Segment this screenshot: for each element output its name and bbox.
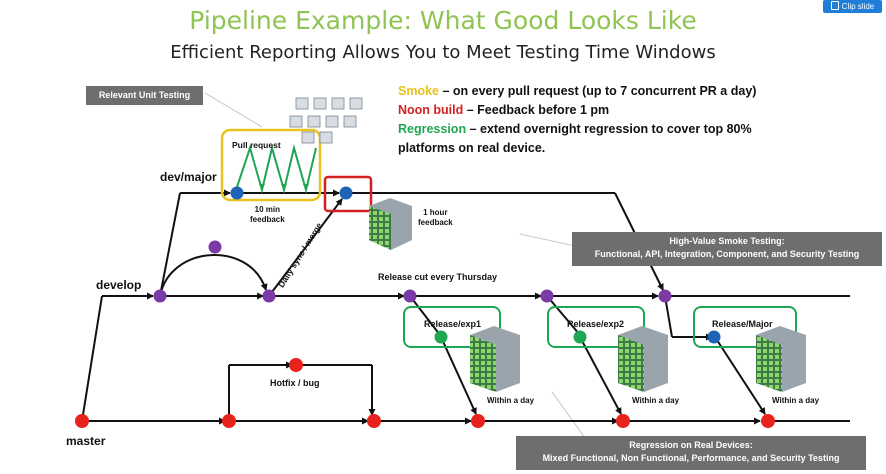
- unit-testing-callout: Relevant Unit Testing: [86, 86, 203, 105]
- device-cluster-icon: [470, 326, 520, 392]
- release-branch-lines: [409, 295, 766, 415]
- one-hour-line1: 1 hour: [423, 208, 448, 217]
- within-a-day-label: Within a day: [632, 396, 680, 405]
- release-exp1-label: Release/exp1: [424, 319, 482, 329]
- legend-regression-cont: platforms on real device.: [398, 141, 546, 155]
- regression-callout-detail: Mixed Functional, Non Functional, Perfor…: [542, 453, 840, 463]
- dev-major-node: [230, 186, 244, 200]
- noon-build-box: [323, 175, 373, 213]
- hotfix-branch-line: [228, 361, 376, 421]
- legend-noon: Noon build – Feedback before 1 pm: [398, 101, 756, 120]
- smoke-testing-callout: High-Value Smoke Testing: Functional, AP…: [572, 232, 882, 266]
- master-node: [471, 414, 485, 428]
- hotfix-node: [289, 358, 303, 372]
- legend-regression: Regression – extend overnight regression…: [398, 120, 756, 139]
- pull-request-box: [220, 128, 322, 202]
- develop-node: [153, 289, 167, 303]
- legend-noon-desc: – Feedback before 1 pm: [463, 103, 610, 117]
- regression-callout-pointer: [551, 391, 586, 439]
- hotfix-label: Hotfix / bug: [270, 378, 320, 388]
- master-node: [222, 414, 236, 428]
- legend-smoke-desc: – on every pull request (up to 7 concurr…: [439, 84, 757, 98]
- release-major-box: [693, 306, 797, 348]
- release-cut-label: Release cut every Thursday: [378, 272, 498, 282]
- regression-callout: Regression on Real Devices: Mixed Functi…: [516, 436, 866, 470]
- clip-slide-label: Clip slide: [841, 2, 875, 11]
- develop-nodes: [153, 240, 672, 303]
- smoke-callout-detail: Functional, API, Integration, Component,…: [594, 249, 860, 259]
- smoke-callout-heading: High-Value Smoke Testing:: [669, 236, 785, 246]
- legend-smoke: Smoke – on every pull request (up to 7 c…: [398, 82, 756, 101]
- dev-major-node: [339, 186, 353, 200]
- release-exp1-box: [403, 306, 501, 348]
- pipeline-legend: Smoke – on every pull request (up to 7 c…: [398, 82, 756, 158]
- legend-noon-term: Noon build: [398, 103, 464, 117]
- slide-title: Pipeline Example: What Good Looks Like: [189, 6, 697, 35]
- legend-regression-term: Regression: [398, 122, 467, 136]
- within-a-day-label: Within a day: [772, 396, 820, 405]
- master-node: [761, 414, 775, 428]
- ten-min-line1: 10 min: [254, 205, 281, 214]
- device-cluster-icon: [756, 326, 806, 392]
- branch-label-dev-major: dev/major: [160, 170, 217, 184]
- server-rack-icon: [289, 97, 363, 144]
- release-exp1-node: [434, 330, 448, 344]
- slide-subtitle: Efficient Reporting Allows You to Meet T…: [170, 42, 716, 63]
- regression-callout-heading: Regression on Real Devices:: [629, 440, 753, 450]
- release-nodes: [434, 330, 587, 344]
- release-major-node: [707, 330, 721, 344]
- smoke-callout-pointer: [519, 233, 576, 247]
- clip-slide-button[interactable]: Clip slide: [823, 0, 882, 13]
- develop-node: [208, 240, 222, 254]
- clip-icon: [830, 1, 839, 10]
- develop-node: [403, 289, 417, 303]
- release-major-label: Release/Major: [712, 319, 773, 329]
- legend-smoke-term: Smoke: [398, 84, 439, 98]
- unit-callout-pointer: [204, 92, 263, 128]
- develop-branch-line: [81, 254, 850, 422]
- within-a-day-label: Within a day: [487, 396, 535, 405]
- device-cluster-icon: [618, 326, 668, 392]
- master-nodes: [75, 358, 775, 428]
- develop-node: [262, 289, 276, 303]
- branch-label-master: master: [66, 434, 106, 448]
- legend-regression-desc: – extend overnight regression to cover t…: [466, 122, 752, 136]
- ten-min-feedback-label: 10 min feedback: [250, 205, 285, 225]
- dev-major-nodes: [230, 186, 721, 344]
- pull-request-label: Pull request: [232, 140, 281, 150]
- pull-request-wave: [235, 144, 317, 194]
- develop-node: [658, 289, 672, 303]
- release-exp2-node: [573, 330, 587, 344]
- ten-min-line2: feedback: [250, 215, 285, 224]
- branch-label-develop: develop: [96, 278, 142, 292]
- device-cluster-icon: [369, 198, 412, 250]
- one-hour-feedback-label: 1 hour feedback: [418, 208, 453, 228]
- release-exp2-label: Release/exp2: [567, 319, 625, 329]
- master-node: [367, 414, 381, 428]
- master-node: [616, 414, 630, 428]
- one-hour-line2: feedback: [418, 218, 453, 227]
- develop-node: [540, 289, 554, 303]
- master-node: [75, 414, 89, 428]
